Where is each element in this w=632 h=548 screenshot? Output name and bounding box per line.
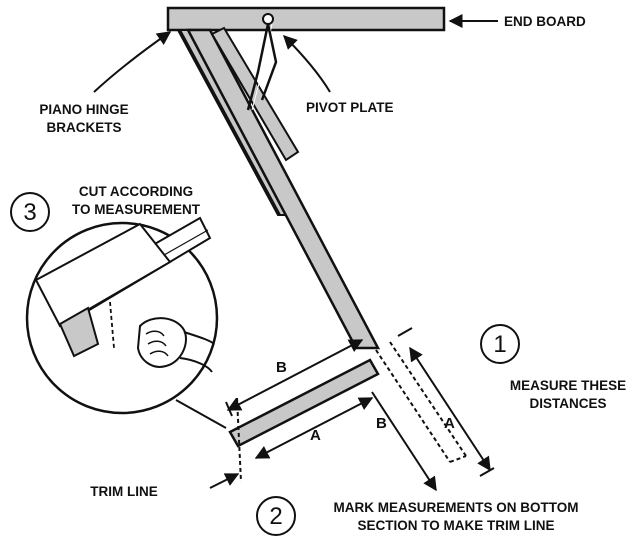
label-piano-hinge-2: BRACKETS: [46, 120, 121, 135]
label-measure-2: DISTANCES: [529, 396, 606, 411]
label-pivot-plate: PIVOT PLATE: [306, 100, 394, 115]
svg-text:2: 2: [269, 503, 282, 530]
label-measure-1: MEASURE THESE: [510, 378, 626, 393]
pivot-hole: [262, 13, 274, 25]
label-mark-2: SECTION TO MAKE TRIM LINE: [357, 518, 554, 533]
dim-label-b-leg: B: [376, 415, 387, 432]
step-2-badge: 2: [256, 496, 296, 536]
dim-label-a-leg: A: [444, 415, 455, 432]
trim-line: [236, 397, 242, 483]
label-trim-line: TRIM LINE: [90, 484, 158, 499]
step-3-badge: 3: [10, 192, 50, 232]
callout-arrows: [93, 14, 498, 489]
label-cut-1: CUT ACCORDING: [79, 184, 193, 199]
upper-ladder-section: [176, 23, 381, 350]
step-1-badge: 1: [480, 324, 520, 364]
label-cut-2: TO MEASUREMENT: [72, 202, 201, 217]
label-piano-hinge-1: PIANO HINGE: [39, 102, 128, 117]
label-mark-1: MARK MEASUREMENTS ON BOTTOM: [334, 500, 579, 515]
svg-text:3: 3: [23, 199, 36, 226]
end-board: [166, 6, 446, 32]
cutting-inset: [25, 216, 219, 415]
dim-label-b-top: B: [276, 359, 287, 376]
dimension-lines: [225, 327, 495, 492]
dim-label-a-lower: A: [310, 427, 321, 444]
label-end-board: END BOARD: [504, 14, 586, 29]
svg-text:1: 1: [493, 331, 506, 358]
dashed-leg-outline: [375, 341, 467, 463]
inset-pointer: [175, 399, 227, 429]
